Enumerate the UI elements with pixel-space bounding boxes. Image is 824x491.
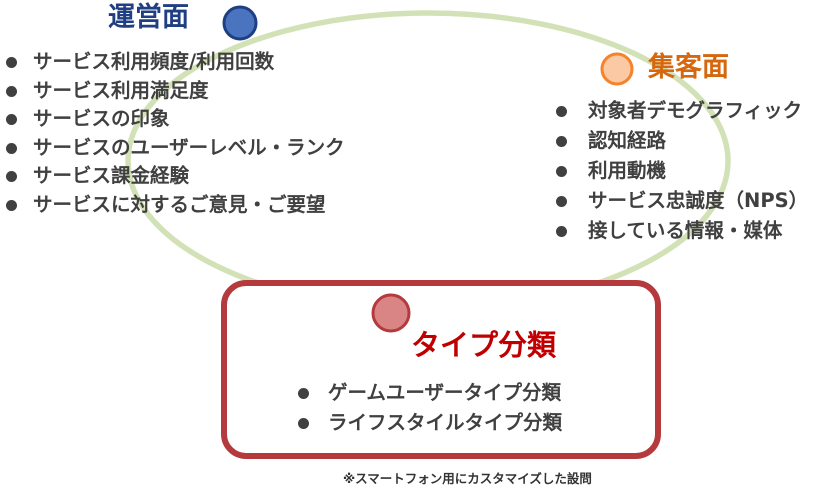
- bullet-icon: [556, 136, 567, 147]
- list-item-text: ゲームユーザータイプ分類: [328, 381, 562, 404]
- list-item: サービスのユーザーレベル・ランク: [6, 135, 345, 167]
- acquisition-heading: 集客面: [648, 52, 729, 83]
- list-item: ゲームユーザータイプ分類: [298, 383, 562, 413]
- bullet-icon: [298, 388, 309, 399]
- list-item: 利用動機: [556, 161, 808, 191]
- list-item: 対象者デモグラフィック: [556, 101, 808, 131]
- list-item-text: サービス利用満足度: [33, 78, 209, 102]
- list-item-text: 利用動機: [588, 159, 667, 182]
- bullet-icon: [6, 57, 17, 68]
- operations-heading: 運営面: [108, 2, 189, 33]
- list-item-text: 認知経路: [588, 129, 667, 152]
- list-item: サービスの印象: [6, 109, 345, 138]
- bullet-icon: [6, 85, 17, 97]
- type-classification-list: ゲームユーザータイプ分類ライフスタイルタイプ分類: [298, 383, 562, 443]
- list-item-text: サービス忠誠度（NPS）: [588, 189, 809, 212]
- operations-node: [222, 5, 258, 41]
- bullet-icon: [6, 114, 17, 125]
- operations-list: サービス利用頻度/利用回数サービス利用満足度サービスの印象サービスのユーザーレベ…: [6, 52, 345, 223]
- list-item: 接している情報・媒体: [556, 221, 808, 251]
- bullet-icon: [556, 106, 567, 117]
- list-item-text: 対象者デモグラフィック: [588, 99, 803, 122]
- bullet-icon: [298, 418, 309, 429]
- list-item: 認知経路: [556, 131, 808, 161]
- list-item-text: 接している情報・媒体: [588, 219, 783, 242]
- list-item: サービス課金経験: [6, 166, 345, 195]
- list-item-text: サービス利用頻度/利用回数: [33, 50, 275, 73]
- list-item: サービス利用頻度/利用回数: [6, 52, 345, 81]
- type-classification-node: [371, 293, 411, 333]
- bullet-icon: [556, 196, 567, 207]
- list-item-text: ライフスタイルタイプ分類: [328, 411, 563, 434]
- list-item-text: サービスの印象: [33, 107, 170, 130]
- list-item: サービスに対するご意見・ご要望: [6, 192, 345, 224]
- bullet-icon: [6, 171, 17, 182]
- list-item-text: サービスのユーザーレベル・ランク: [33, 135, 345, 159]
- list-item-text: サービスに対するご意見・ご要望: [33, 192, 326, 216]
- bullet-icon: [556, 226, 567, 237]
- list-item: サービス利用満足度: [6, 78, 345, 110]
- list-item: サービス忠誠度（NPS）: [556, 191, 808, 221]
- acquisition-node: [600, 52, 634, 86]
- list-item: ライフスタイルタイプ分類: [298, 413, 562, 443]
- bullet-icon: [6, 199, 17, 211]
- footnote: ※スマートフォン用にカスタマイズした設問: [343, 471, 592, 486]
- bullet-icon: [556, 166, 567, 177]
- bullet-icon: [6, 142, 17, 154]
- type-classification-box: [221, 280, 661, 459]
- acquisition-list: 対象者デモグラフィック認知経路利用動機サービス忠誠度（NPS） 接している情報・媒…: [556, 101, 808, 251]
- list-item-text: サービス課金経験: [33, 164, 190, 187]
- type-classification-heading: タイプ分類: [411, 328, 557, 362]
